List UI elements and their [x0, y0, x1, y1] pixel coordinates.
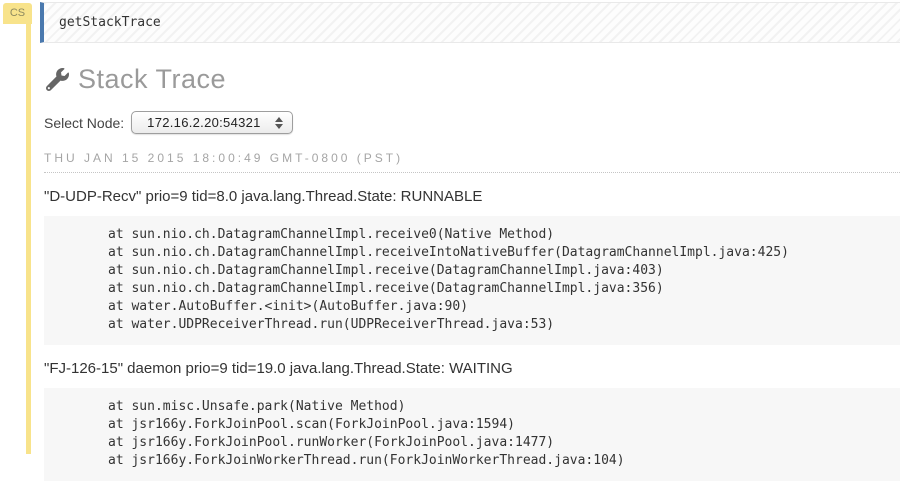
- node-select[interactable]: 172.16.2.20:54321: [131, 111, 293, 134]
- wrench-icon: [46, 68, 69, 91]
- node-select-row: Select Node: 172.16.2.20:54321: [44, 111, 900, 134]
- thread-section: "FJ-126-15" daemon prio=9 tid=19.0 java.…: [44, 360, 900, 481]
- stack-frames: at sun.misc.Unsafe.park(Native Method) at…: [44, 388, 900, 481]
- thread-header: "D-UDP-Recv" prio=9 tid=8.0 java.lang.Th…: [44, 188, 483, 205]
- node-select-label: Select Node:: [44, 114, 125, 131]
- notebook-code-cell[interactable]: getStackTrace: [40, 2, 900, 43]
- stack-frame-line: at jsr166y.ForkJoinPool.scan(ForkJoinPoo…: [108, 417, 515, 432]
- active-cell-indicator: [26, 24, 31, 454]
- page-title-row: Stack Trace: [46, 64, 900, 95]
- stack-frame-line: at sun.nio.ch.DatagramChannelImpl.receiv…: [108, 227, 555, 242]
- thread-header: "FJ-126-15" daemon prio=9 tid=19.0 java.…: [44, 360, 513, 377]
- select-arrows-icon: [274, 116, 283, 129]
- threads-list: "D-UDP-Recv" prio=9 tid=8.0 java.lang.Th…: [44, 188, 900, 481]
- node-select-value: 172.16.2.20:54321: [147, 115, 261, 130]
- timestamp: THU JAN 15 2015 18:00:49 GMT-0800 (PST): [44, 151, 900, 173]
- stack-frame-line: at sun.nio.ch.DatagramChannelImpl.receiv…: [108, 281, 664, 296]
- stack-frame-line: at water.AutoBuffer.<init>(AutoBuffer.ja…: [108, 299, 469, 314]
- stack-frames: at sun.nio.ch.DatagramChannelImpl.receiv…: [44, 216, 900, 345]
- stack-frame-line: at jsr166y.ForkJoinWorkerThread.run(Fork…: [108, 453, 625, 468]
- stack-frame-line: at sun.misc.Unsafe.park(Native Method): [108, 399, 406, 414]
- cell-output: Stack Trace Select Node: 172.16.2.20:543…: [44, 56, 900, 481]
- page-title: Stack Trace: [78, 64, 227, 94]
- thread-section: "D-UDP-Recv" prio=9 tid=8.0 java.lang.Th…: [44, 188, 900, 345]
- stack-frame-line: at sun.nio.ch.DatagramChannelImpl.receiv…: [108, 263, 664, 278]
- cell-input[interactable]: getStackTrace: [59, 15, 161, 30]
- stack-frame-line: at sun.nio.ch.DatagramChannelImpl.receiv…: [108, 245, 789, 260]
- stack-frame-line: at jsr166y.ForkJoinPool.runWorker(ForkJo…: [108, 435, 555, 450]
- cell-type-badge[interactable]: CS: [3, 3, 32, 24]
- stack-frame-line: at water.UDPReceiverThread.run(UDPReceiv…: [108, 317, 555, 332]
